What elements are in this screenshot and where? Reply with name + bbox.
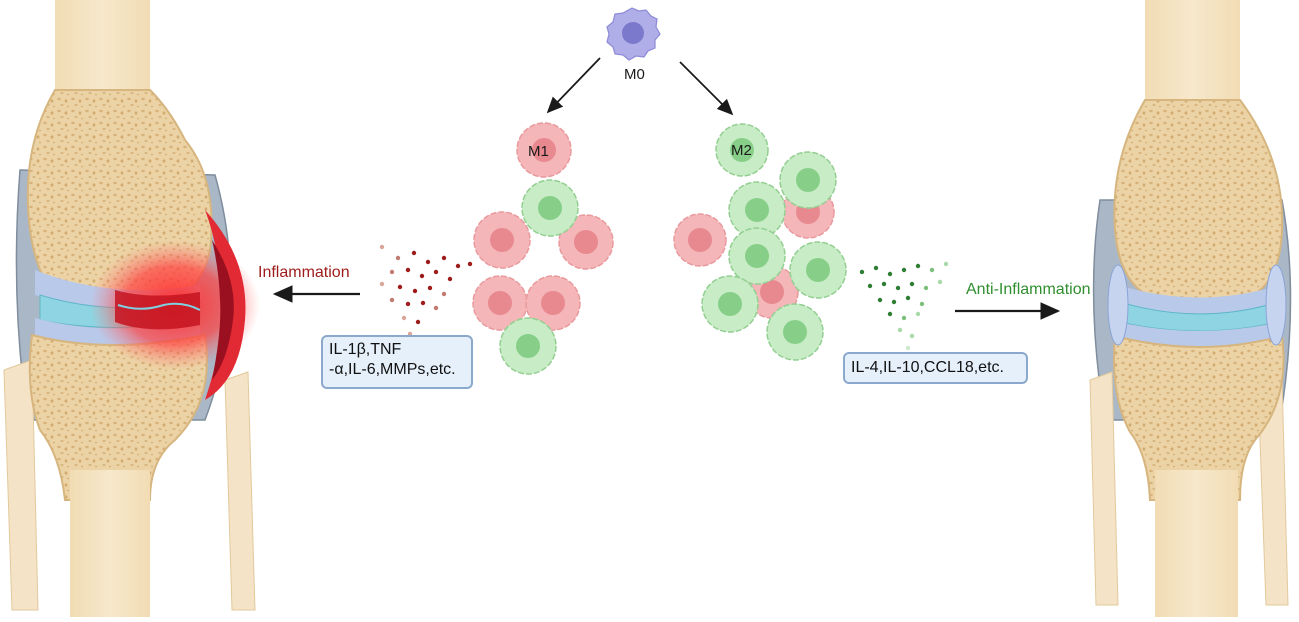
cartilage-crack bbox=[117, 302, 201, 311]
right-meniscus-right bbox=[1265, 264, 1287, 346]
damaged-cartilage bbox=[115, 290, 200, 330]
pro-inflammatory-cytokine-box: IL-1β,TNF -α,IL-6,MMPs,etc. bbox=[321, 335, 473, 389]
right-cartilage-bottom bbox=[1118, 322, 1280, 347]
m1-cell bbox=[473, 211, 531, 269]
m1-label: M1 bbox=[528, 143, 549, 160]
anti-cytokine-line: IL-4,IL-10,CCL18,etc. bbox=[851, 359, 1004, 376]
m2-cell bbox=[521, 179, 579, 237]
anti-inflammatory-cytokine-box: IL-4,IL-10,CCL18,etc. bbox=[843, 352, 1028, 384]
right-tibia-head bbox=[1113, 334, 1285, 501]
right-tibia-shaft bbox=[1155, 470, 1238, 617]
left-knee-inflamed bbox=[3, 0, 260, 617]
m2-label: M2 bbox=[731, 142, 752, 159]
m2-cell bbox=[766, 303, 824, 361]
m2-cell bbox=[779, 151, 837, 209]
m1-cell bbox=[558, 214, 614, 270]
m1-cell bbox=[673, 213, 727, 267]
inflamed-synovium-dark bbox=[212, 240, 234, 380]
pro-cytokine-line-1: IL-1β,TNF bbox=[329, 341, 402, 358]
right-cartilage-top bbox=[1118, 285, 1280, 314]
left-tibia-shaft bbox=[70, 470, 150, 617]
right-femur-head bbox=[1113, 99, 1284, 304]
right-femur-shaft bbox=[1145, 0, 1240, 130]
m2-cell bbox=[728, 227, 786, 285]
m0-label: M0 bbox=[624, 66, 645, 83]
m0-to-m2-arrow bbox=[679, 61, 734, 116]
m0-macrophage bbox=[606, 7, 661, 61]
left-fibula bbox=[3, 359, 39, 611]
m2-cell bbox=[789, 241, 847, 299]
anti-inflammatory-cytokine-dots bbox=[859, 261, 949, 351]
inflammation-label: Inflammation bbox=[258, 264, 350, 281]
m2-cell bbox=[728, 181, 786, 239]
m1-cell bbox=[525, 275, 581, 331]
right-fibula bbox=[1089, 371, 1119, 606]
m2-macrophage bbox=[715, 123, 769, 177]
m0-to-m1-arrow bbox=[546, 57, 601, 114]
right-knee-healthy bbox=[1089, 0, 1292, 617]
m2-cell bbox=[499, 317, 557, 375]
pro-cytokine-line-2: -α,IL-6,MMPs,etc. bbox=[329, 360, 456, 378]
left-fibula-right bbox=[224, 371, 256, 611]
right-meniscus-left bbox=[1107, 264, 1129, 346]
m1-cluster bbox=[472, 122, 614, 375]
m2-cluster bbox=[673, 123, 847, 361]
m2-cell bbox=[701, 275, 759, 333]
m1-macrophage bbox=[516, 122, 572, 178]
pro-inflammatory-cytokine-dots bbox=[379, 244, 473, 337]
anti-inflammation-label: Anti-Inflammation bbox=[966, 281, 1091, 298]
